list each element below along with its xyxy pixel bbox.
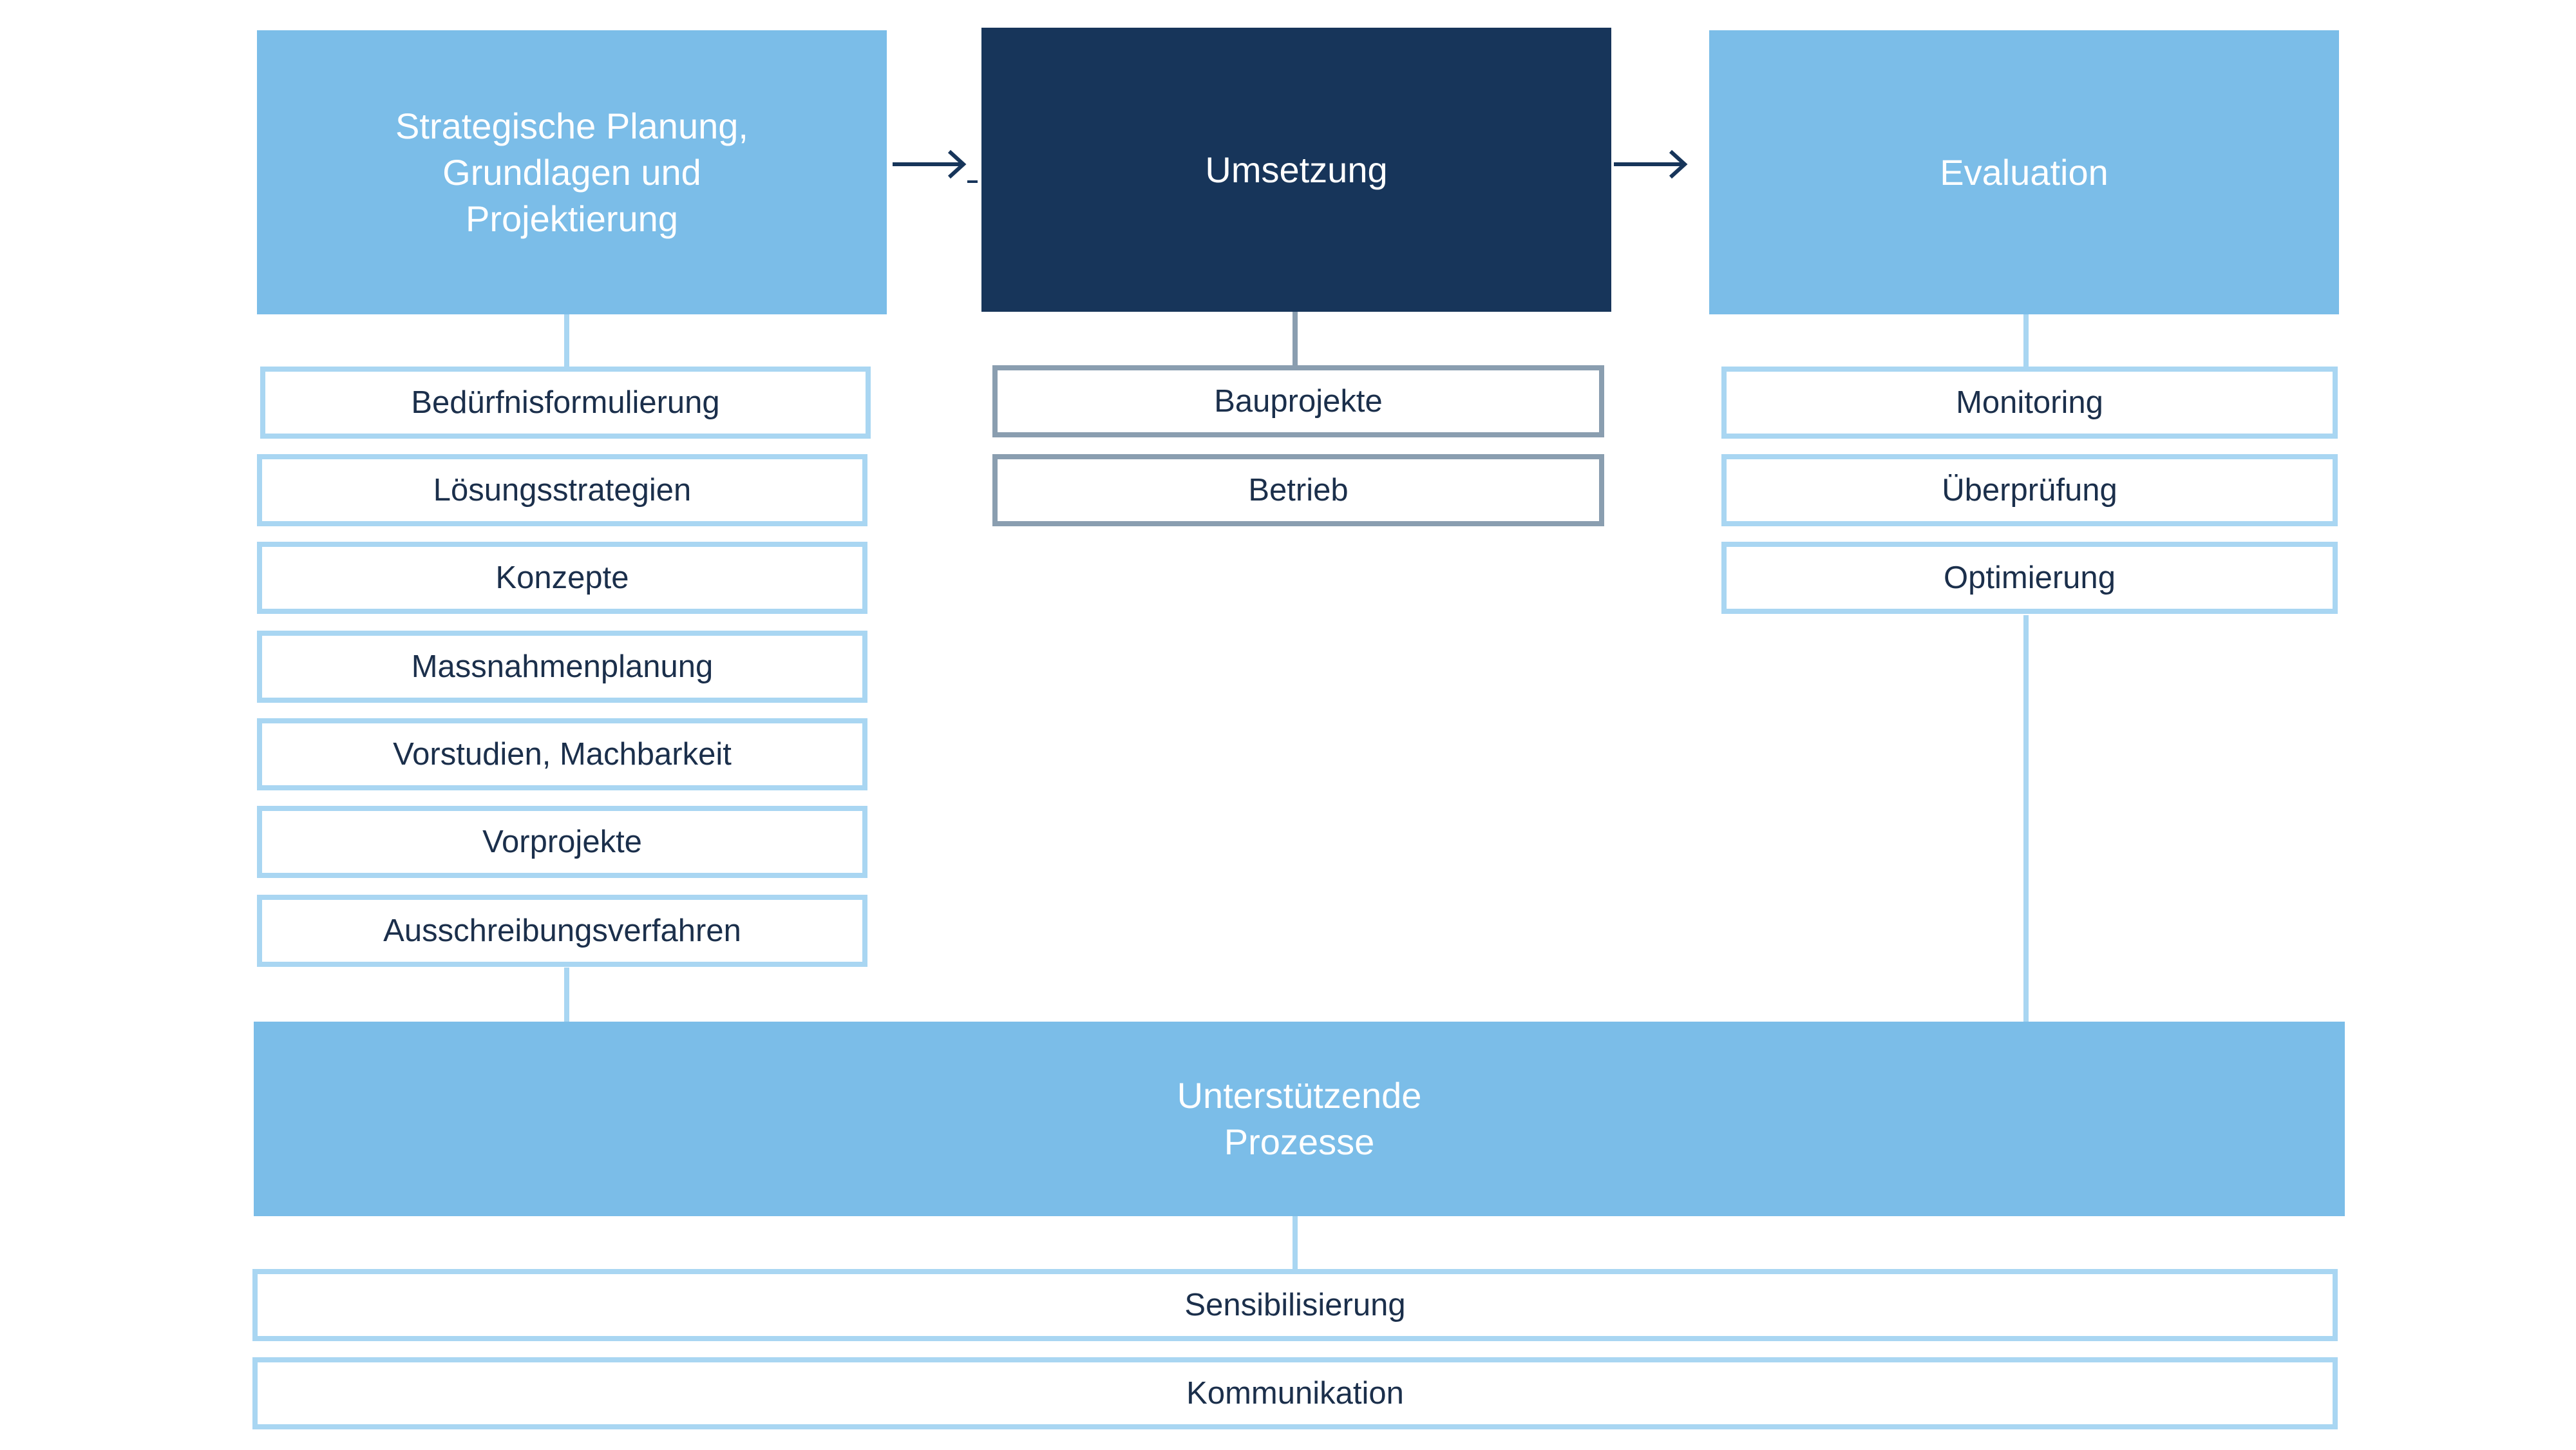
- planung-item: Bedürfnisformulierung: [260, 367, 871, 439]
- connector-support: [1293, 1216, 1298, 1269]
- evaluation-item: Optimierung: [1721, 542, 2338, 614]
- phase-planung-title: Strategische Planung, Grundlagen und Pro…: [395, 105, 748, 239]
- support-item: Sensibilisierung: [252, 1269, 2338, 1341]
- connector-planung: [564, 314, 569, 367]
- umsetzung-item: Bauprojekte: [992, 365, 1604, 437]
- support-processes-title: Unterstützende Prozesse: [1177, 1075, 1422, 1162]
- arrow-right-icon: [1605, 149, 1688, 183]
- phase-evaluation-title: Evaluation: [1940, 151, 2108, 193]
- support-processes: Unterstützende Prozesse: [254, 1022, 2345, 1216]
- evaluation-item: Monitoring: [1721, 367, 2338, 439]
- planung-item: Lösungsstrategien: [257, 454, 867, 526]
- planung-item: Konzepte: [257, 542, 867, 614]
- planung-item: Massnahmenplanung: [257, 631, 867, 703]
- planung-item: Vorstudien, Machbarkeit: [257, 718, 867, 790]
- planung-item: Ausschreibungsverfahren: [257, 895, 867, 967]
- connector-evaluation-support: [2023, 615, 2029, 1022]
- phase-planung: Strategische Planung, Grundlagen und Pro…: [257, 30, 887, 314]
- planung-item: Vorprojekte: [257, 806, 867, 878]
- connector-planung-support: [564, 968, 569, 1022]
- connector-evaluation: [2023, 314, 2029, 367]
- phase-umsetzung-title: Umsetzung: [1205, 149, 1388, 190]
- phase-umsetzung: Umsetzung: [981, 28, 1611, 312]
- support-item: Kommunikation: [252, 1357, 2338, 1429]
- arrow-right-icon: [893, 149, 978, 183]
- phase-evaluation: Evaluation: [1709, 30, 2339, 314]
- umsetzung-item: Betrieb: [992, 454, 1604, 526]
- connector-umsetzung: [1293, 312, 1298, 367]
- evaluation-item: Überprüfung: [1721, 454, 2338, 526]
